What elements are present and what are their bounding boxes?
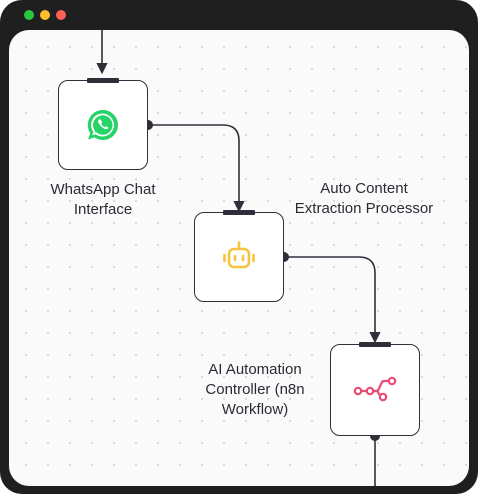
node-extractor[interactable] (194, 210, 284, 302)
edge-extractor-to-controller (284, 256, 381, 344)
node-label-whatsapp: WhatsApp Chat Interface (50, 181, 156, 218)
window-maximize-button[interactable] (24, 10, 34, 20)
robot-icon (223, 241, 255, 269)
input-port-controller[interactable] (359, 342, 391, 347)
input-port-extractor[interactable] (223, 210, 255, 215)
whatsapp-icon (87, 109, 118, 140)
node-label-extractor: Auto Content Extraction Processor (294, 180, 434, 217)
input-port-whatsapp[interactable] (87, 78, 119, 83)
node-controller[interactable] (330, 342, 420, 436)
node-label-controller: AI Automation Controller (n8n Workflow) (205, 361, 305, 418)
edge-whatsapp-to-extractor (148, 124, 245, 213)
node-whatsapp[interactable] (58, 78, 148, 170)
window-close-button[interactable] (56, 10, 66, 20)
window-minimize-button[interactable] (40, 10, 50, 20)
n8n-icon (353, 376, 397, 402)
workflow-canvas[interactable]: WhatsApp Chat Interface Auto Content Ext… (9, 30, 469, 486)
